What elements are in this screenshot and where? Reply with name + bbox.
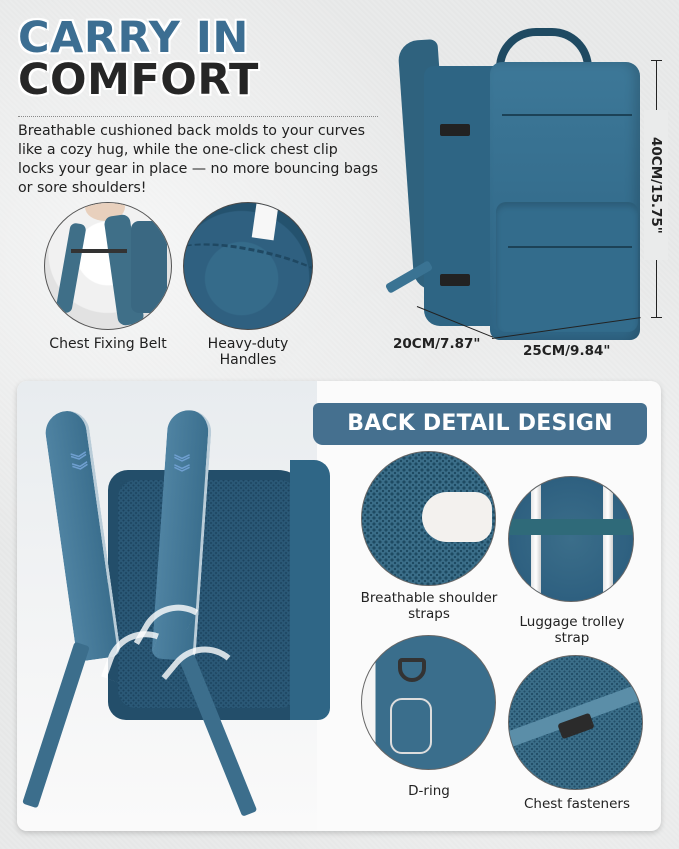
chest-fixing-belt-caption: Chest Fixing Belt [49, 336, 167, 352]
trolley-pole [531, 477, 541, 601]
back-mesh-panel [118, 480, 298, 708]
chest-webbing [509, 679, 642, 749]
height-dimension-label: 40CM/15.75" [644, 110, 668, 260]
d-ring-caption: D-ring [408, 783, 450, 799]
chest-fixing-belt-image [44, 202, 172, 330]
intro-text: Breathable cushioned back molds to your … [18, 123, 379, 196]
depth-dimension-label: 20CM/7.87" [393, 336, 481, 352]
compression-buckle-top [440, 124, 470, 136]
back-side-panel [290, 460, 330, 720]
dotted-divider [18, 116, 378, 117]
compression-buckle-bottom [440, 274, 470, 286]
heavy-duty-handles-caption: Heavy-duty Handles [207, 336, 289, 368]
zipper-pocket [508, 246, 632, 248]
label-tag [251, 203, 279, 241]
chevron-down-icon: ︾︾ [69, 450, 90, 481]
backpack-back-image: ︾︾ ︾︾ [22, 400, 330, 820]
back-detail-title: BACK DETAIL DESIGN [313, 403, 647, 445]
gloved-hand [422, 492, 492, 542]
headline: CARRY IN COMFORT [18, 13, 259, 105]
chest-fasteners-caption: Chest fasteners [523, 796, 630, 812]
backpack-front-image [384, 18, 644, 340]
headline-line-1: CARRY IN [18, 13, 249, 63]
luggage-trolley-strap-caption: Luggage trolley strap [519, 614, 625, 646]
chevron-down-icon: ︾︾ [174, 453, 191, 482]
backpack-side [131, 221, 167, 313]
trolley-pole [603, 477, 613, 601]
chest-fasteners-image [508, 655, 643, 790]
glasses [390, 698, 432, 754]
shoulder-strap-left [55, 222, 87, 314]
luggage-trolley-strap-image [508, 476, 634, 602]
d-ring-image [361, 635, 496, 770]
breathable-shoulder-straps-caption: Breathable shoulder straps [360, 590, 498, 622]
chest-belt [71, 249, 127, 253]
width-dimension-label: 25CM/9.84" [523, 343, 611, 359]
headline-line-2: COMFORT [18, 55, 259, 105]
trolley-strap [509, 519, 633, 535]
heavy-duty-handles-image [183, 202, 313, 330]
breathable-shoulder-straps-image [361, 451, 496, 586]
front-pocket [496, 202, 638, 332]
zipper-top [502, 114, 632, 116]
handle-stitching [184, 232, 312, 306]
d-ring-icon [398, 658, 426, 682]
